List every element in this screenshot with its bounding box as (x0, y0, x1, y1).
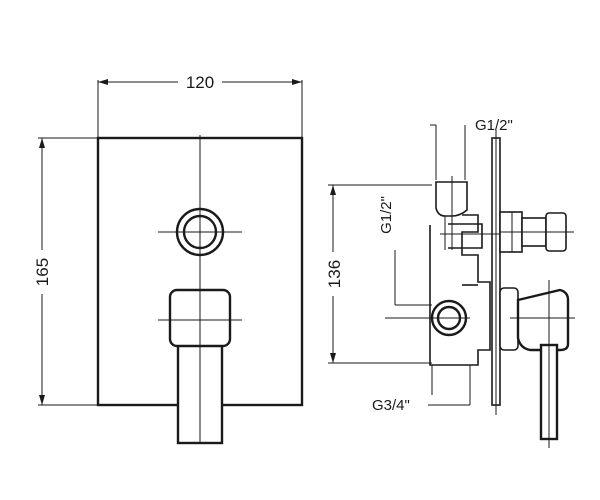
middle-port-callout: G1/2" (378, 196, 432, 306)
diverter-knob (158, 207, 242, 257)
bottom-port-label: G3/4" (372, 397, 410, 414)
middle-port-fitting (385, 299, 470, 337)
side-height-dimension: 136 (322, 184, 432, 364)
bottom-port-callout: G3/4" (372, 397, 470, 414)
width-label: 120 (186, 73, 214, 92)
middle-port-label: G1/2" (378, 196, 395, 234)
width-dimension: 120 (97, 70, 303, 138)
height-dimension: 165 (30, 137, 98, 406)
lever-side (499, 280, 575, 448)
top-port-label: G1/2" (475, 117, 513, 134)
front-view: 120 165 (30, 70, 304, 445)
valve-body (429, 176, 520, 405)
side-view: G1/2" 136 G1/2" (322, 117, 575, 448)
top-port-callout: G1/2" (430, 117, 513, 180)
diverter-knob-side (499, 211, 574, 253)
height-label: 165 (33, 258, 52, 286)
side-height-label: 136 (325, 260, 344, 288)
lever-handle (158, 280, 242, 445)
